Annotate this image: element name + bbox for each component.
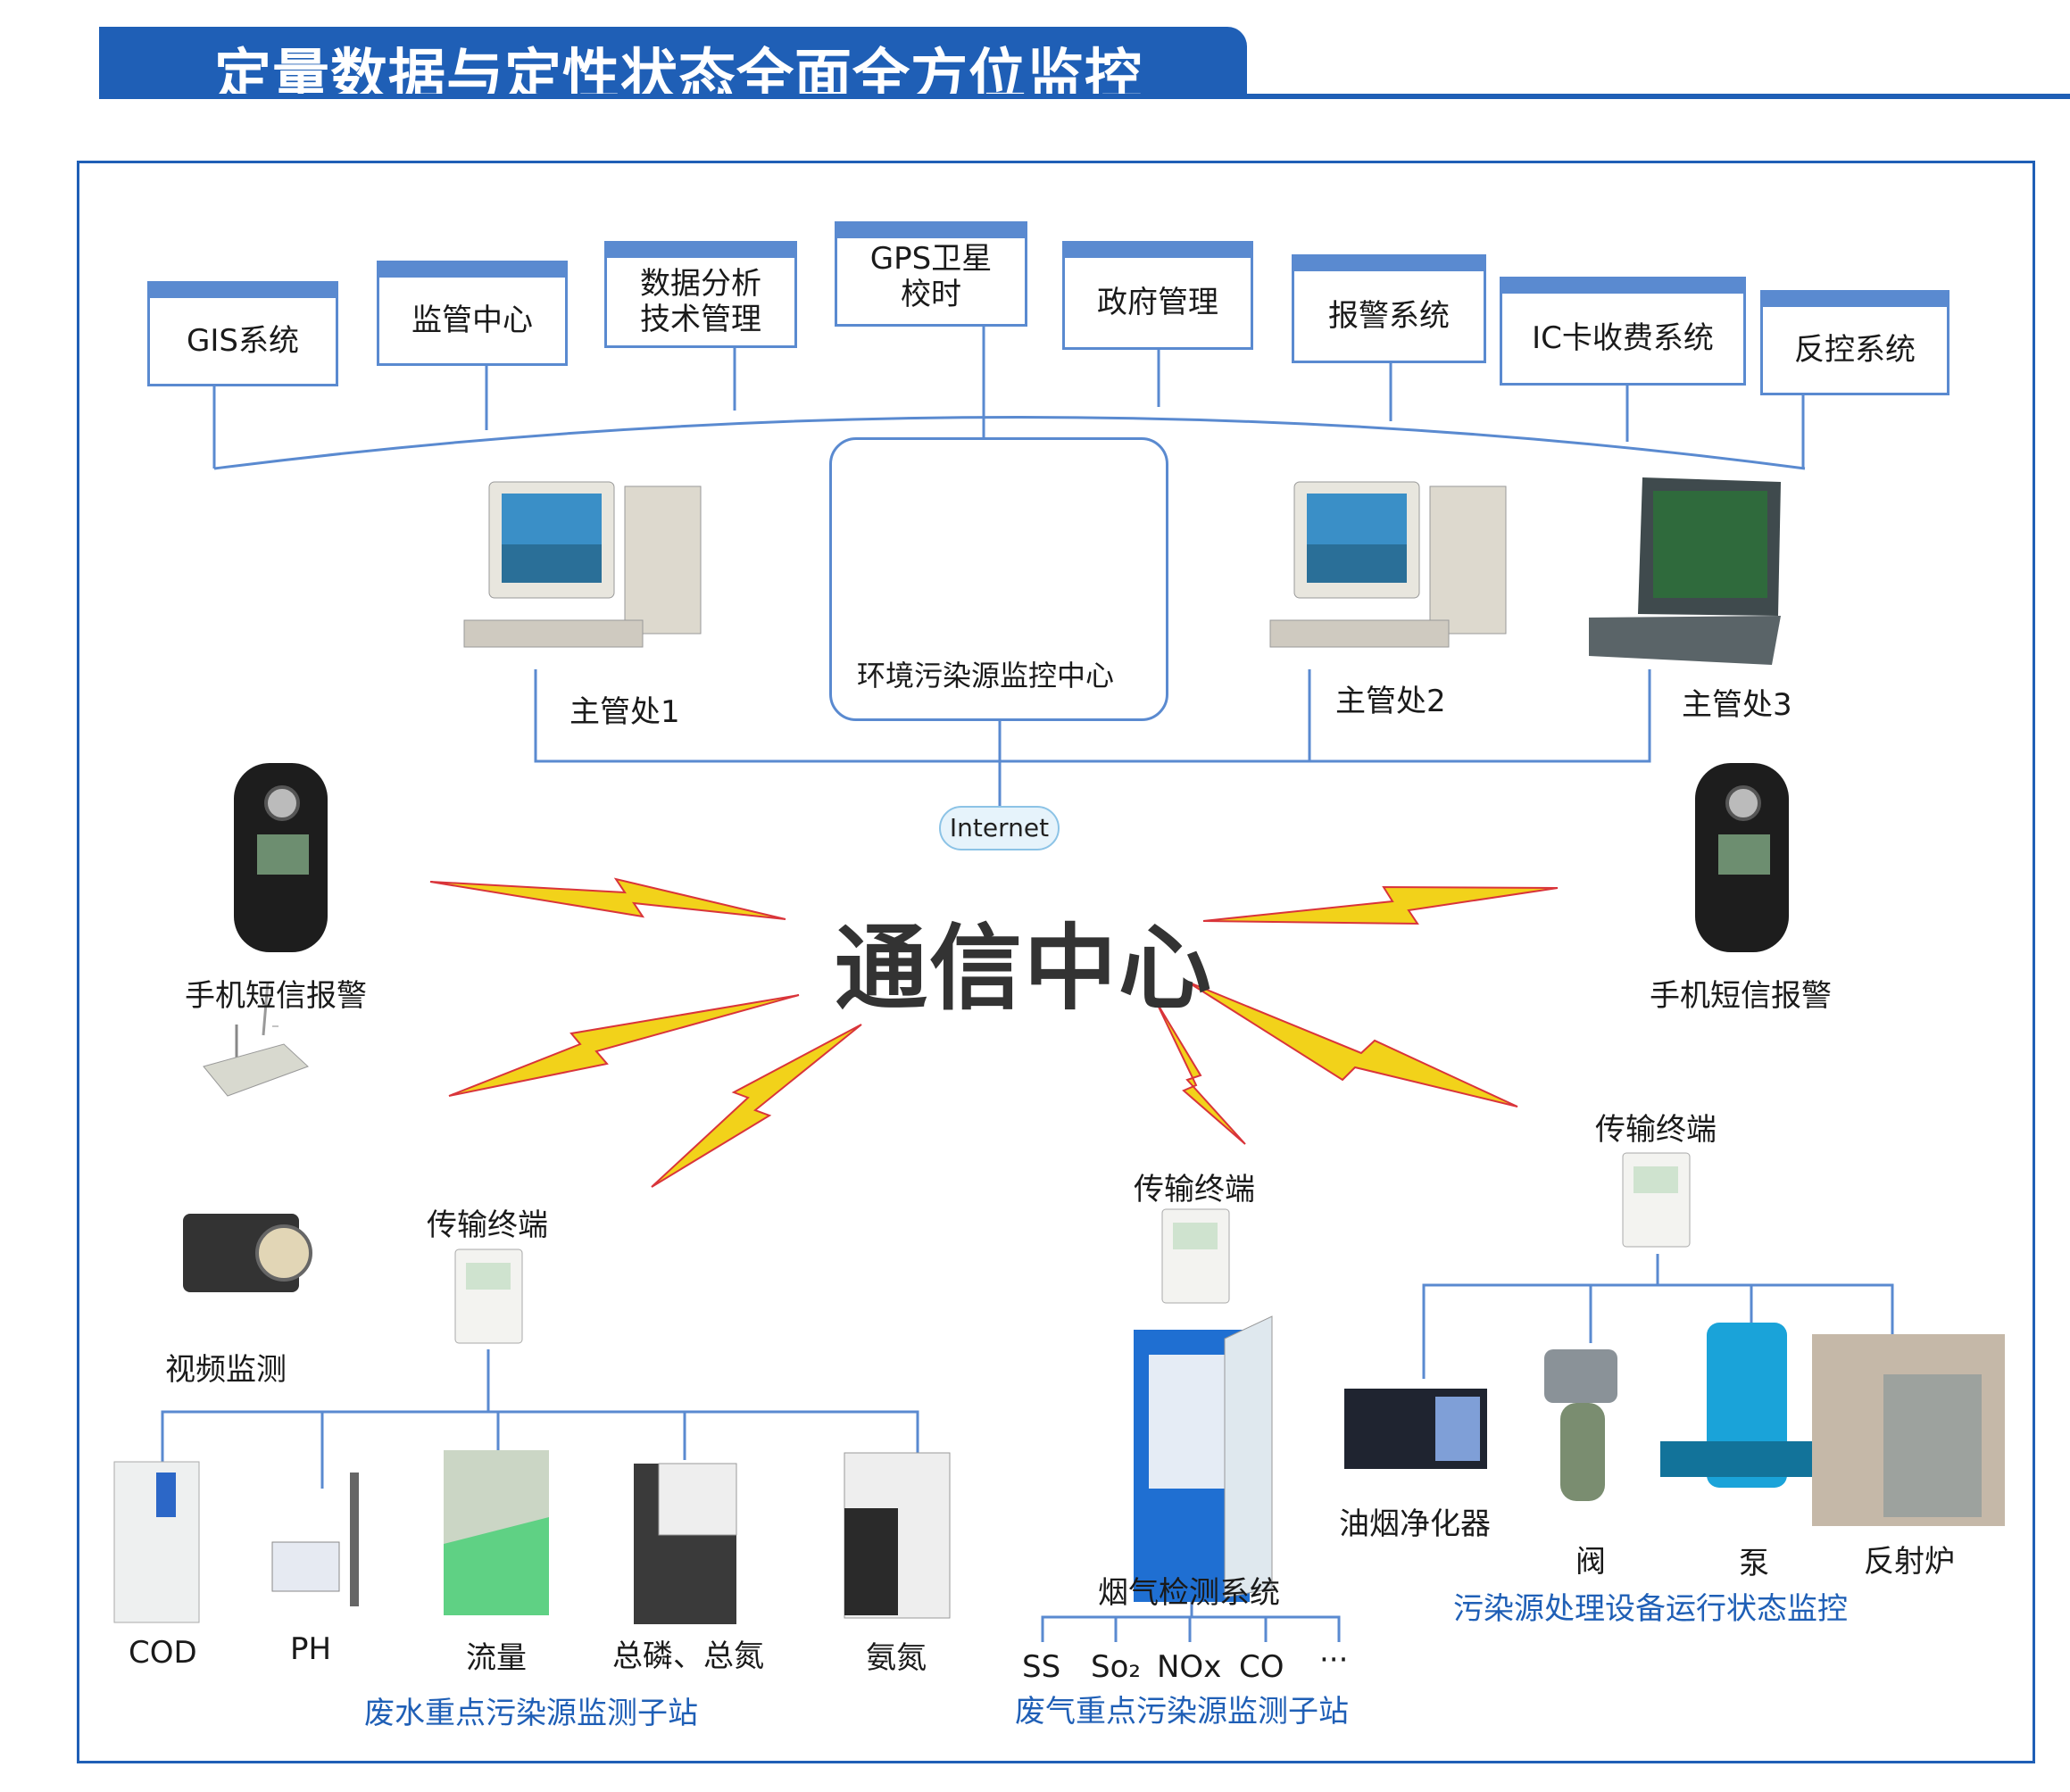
reverberatory-furnace-icon xyxy=(1812,1334,2005,1526)
bolt-left-mid xyxy=(448,994,800,1097)
equipment-caption: 污染源处理设备运行状态监控 xyxy=(1453,1591,1848,1627)
phone-alarm-label-left: 手机短信报警 xyxy=(185,978,367,1014)
phone-alarm-label-right: 手机短信报警 xyxy=(1650,978,1832,1014)
equipment-valve: 阀 xyxy=(1575,1544,1606,1580)
transmission-terminal-icon xyxy=(454,1249,523,1344)
gas-param-nox: NOx xyxy=(1157,1649,1222,1685)
office-2-label: 主管处2 xyxy=(1335,684,1446,719)
internet-badge: Internet xyxy=(939,806,1060,850)
bolt-left-low xyxy=(651,1024,862,1188)
desktop-computer-icon xyxy=(463,481,702,648)
flue-gas-system-label: 烟气检测系统 xyxy=(1098,1575,1280,1611)
ammonia-analyzer-icon xyxy=(844,1452,951,1619)
bolt-right-top xyxy=(1202,885,1559,925)
system-box-gis: GIS系统 xyxy=(147,281,338,386)
wastewater-item-cod: COD xyxy=(129,1635,197,1671)
systems-arc xyxy=(213,416,1806,470)
bolt-left-top xyxy=(429,877,786,920)
camera-icon xyxy=(183,1214,312,1292)
system-box-remote-control: 反控系统 xyxy=(1760,290,1949,395)
gas-param-ss: SS xyxy=(1022,1649,1061,1685)
gas-param-co: CO xyxy=(1239,1649,1284,1685)
router-icon xyxy=(203,981,309,1097)
monitoring-center-box xyxy=(829,437,1168,721)
equipment-fume-purifier: 油烟净化器 xyxy=(1339,1506,1491,1542)
monitoring-center-label: 环境污染源监控中心 xyxy=(857,659,1115,693)
mobile-phone-icon xyxy=(234,763,328,952)
system-box-ic-card: IC卡收费系统 xyxy=(1500,277,1746,386)
wireless-links xyxy=(429,877,1559,1188)
terminal-label-equipment: 传输终端 xyxy=(1595,1112,1717,1148)
terminal-label-wastegas: 传输终端 xyxy=(1134,1172,1255,1207)
flue-gas-cabinet-icon xyxy=(1134,1315,1273,1602)
terminal-label-wastewater: 传输终端 xyxy=(427,1207,548,1243)
wastewater-item-tp-tn: 总磷、总氮 xyxy=(612,1639,764,1674)
header-banner xyxy=(99,27,1247,98)
wastewater-item-ammonia: 氨氮 xyxy=(866,1640,927,1676)
ph-meter-icon xyxy=(271,1473,359,1606)
system-box-supervision-center: 监管中心 xyxy=(377,261,568,366)
system-box-data-analysis: 数据分析 技术管理 xyxy=(604,241,797,348)
wastewater-item-flow: 流量 xyxy=(466,1640,527,1676)
mobile-phone-icon xyxy=(1695,763,1789,952)
system-box-gps: GPS卫星 校时 xyxy=(835,221,1027,327)
system-box-alarm: 报警系统 xyxy=(1292,254,1486,363)
desktop-computer-icon xyxy=(1269,481,1507,648)
valve-icon xyxy=(1544,1349,1617,1501)
office-1-label: 主管处1 xyxy=(569,694,680,730)
gas-param-more: ··· xyxy=(1319,1642,1349,1678)
system-box-government: 政府管理 xyxy=(1062,241,1253,350)
bolt-right-mid xyxy=(1186,981,1518,1108)
header-rule xyxy=(99,94,2070,99)
office-3-label: 主管处3 xyxy=(1682,687,1792,723)
phosphorus-nitrogen-analyzer-icon xyxy=(634,1463,737,1624)
bolt-down xyxy=(1155,1000,1246,1145)
wastegas-caption: 废气重点污染源监测子站 xyxy=(1015,1694,1349,1730)
transmission-terminal-icon xyxy=(1161,1208,1230,1304)
laptop-icon xyxy=(1589,477,1781,665)
wastewater-caption: 废水重点污染源监测子站 xyxy=(364,1696,698,1731)
communication-center-title: 通信中心 xyxy=(835,914,1214,1023)
flowmeter-icon xyxy=(444,1450,549,1615)
equipment-pump: 泵 xyxy=(1739,1546,1769,1581)
video-monitoring-label: 视频监测 xyxy=(165,1352,287,1388)
equipment-furnace: 反射炉 xyxy=(1864,1544,1955,1580)
gas-param-so2: So₂ xyxy=(1091,1649,1142,1685)
wastewater-item-ph: PH xyxy=(290,1631,332,1667)
transmission-terminal-icon xyxy=(1622,1152,1691,1248)
diagram-frame xyxy=(77,161,2035,1763)
